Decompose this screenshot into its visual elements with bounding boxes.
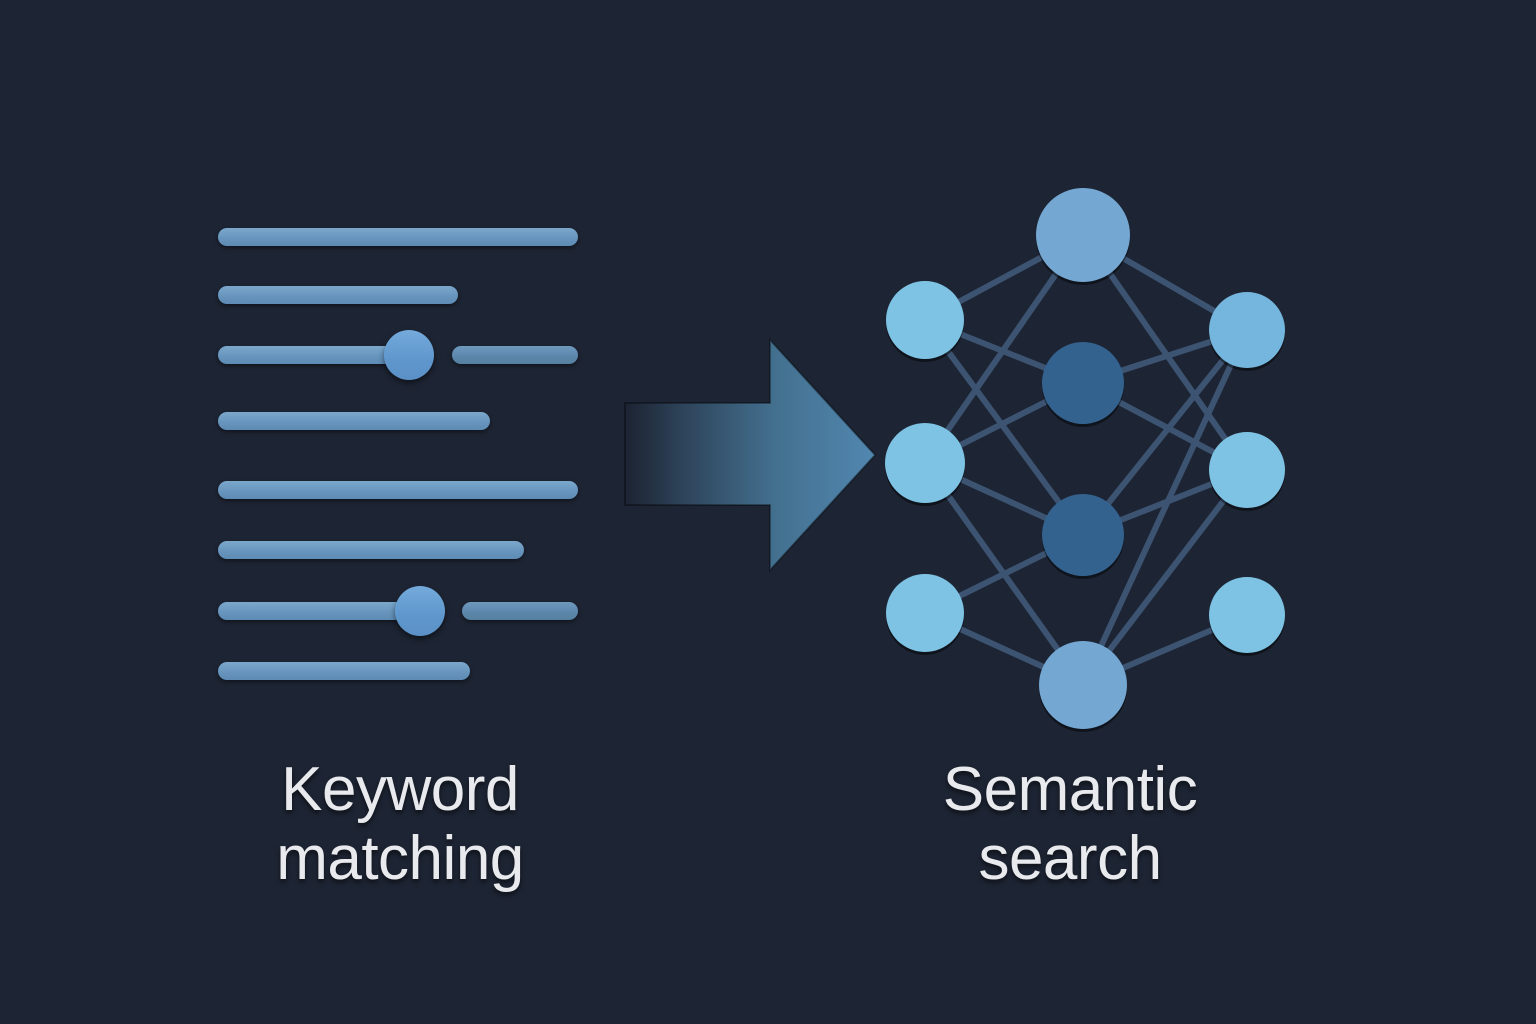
network-edges — [922, 232, 1250, 688]
network-node-input — [885, 423, 965, 503]
network-node-input — [886, 574, 964, 652]
network-edge — [922, 317, 1086, 538]
network-node-output — [1209, 292, 1285, 368]
network-nodes — [885, 188, 1285, 732]
text-line-bar — [218, 481, 578, 499]
text-line-bar — [218, 228, 578, 246]
text-line-bar — [462, 602, 578, 620]
keyword-match-dot — [384, 330, 434, 380]
network-node-output — [1209, 577, 1285, 653]
text-line-bar — [218, 286, 458, 304]
network-edge — [1080, 232, 1250, 473]
text-line-bar — [218, 346, 420, 364]
network-edge — [1080, 327, 1250, 688]
text-line-bar — [218, 662, 470, 680]
caption-semantic-search: Semantic search — [942, 755, 1198, 894]
neural-network-graphic — [885, 188, 1285, 732]
network-node-hidden — [1036, 188, 1130, 282]
text-line-bar — [218, 541, 524, 559]
network-node-input — [886, 281, 964, 359]
network-node-hidden — [1042, 494, 1124, 576]
network-edge — [1080, 327, 1250, 538]
caption-keyword-matching: Keyword matching — [276, 755, 524, 894]
network-node-output — [1209, 432, 1285, 508]
transform-arrow-icon — [624, 337, 877, 573]
text-line-bar — [218, 412, 490, 430]
text-line-bar — [218, 602, 425, 620]
network-node-hidden — [1039, 641, 1127, 729]
network-edge — [1080, 467, 1250, 688]
network-node-hidden — [1042, 342, 1124, 424]
keyword-match-dot — [395, 586, 445, 636]
text-line-bar — [452, 346, 578, 364]
keyword-matching-graphic — [0, 0, 640, 760]
